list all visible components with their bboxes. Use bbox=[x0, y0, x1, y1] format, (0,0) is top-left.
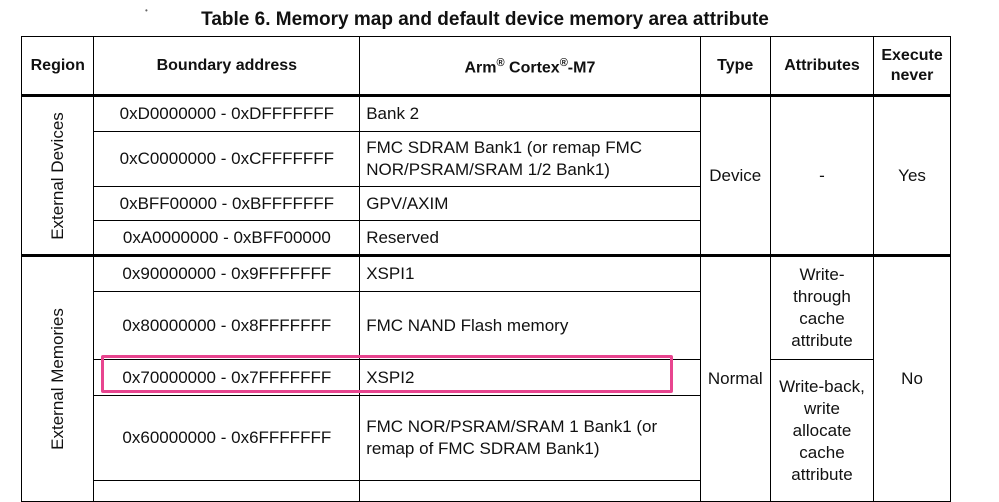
memory-map-table: Region Boundary address Arm® Cortex®-M7 … bbox=[20, 36, 951, 502]
header-type: Type bbox=[699, 36, 771, 96]
header-row: Region Boundary address Arm® Cortex®-M7 … bbox=[20, 36, 951, 96]
stray-mark: • bbox=[145, 6, 148, 15]
attributes-device: - bbox=[769, 94, 875, 256]
header-arm-cortex-m7: Arm® Cortex®-M7 bbox=[359, 36, 701, 96]
header-region: Region bbox=[20, 36, 95, 96]
execute-never-no: No bbox=[873, 254, 951, 502]
region-external-memories: External Memories bbox=[20, 254, 95, 502]
header-attributes: Attributes bbox=[769, 36, 875, 96]
core-cell: Reserved bbox=[359, 220, 701, 256]
address-cell: 0xA0000000 - 0xBFF00000 bbox=[93, 220, 361, 256]
table-row: External Devices 0xD0000000 - 0xDFFFFFFF… bbox=[20, 94, 951, 256]
address-cell: 0xBFF00000 - 0xBFFFFFFF bbox=[93, 186, 361, 221]
execute-never-yes: Yes bbox=[873, 94, 951, 256]
table-row: 0xA0000000 - 0xBFF00000 Reserved bbox=[22, 220, 951, 256]
address-cell: 0x60000000 - 0x6FFFFFFF bbox=[93, 395, 361, 481]
core-cell: XSPI2 bbox=[359, 359, 701, 396]
address-cell-empty bbox=[93, 480, 361, 502]
table-row: 0x80000000 - 0x8FFFFFFF FMC NAND Flash m… bbox=[22, 291, 951, 360]
address-cell: 0x90000000 - 0x9FFFFFFF bbox=[93, 254, 361, 292]
core-cell: XSPI1 bbox=[359, 254, 701, 292]
table-row-highlighted: 0x70000000 - 0x7FFFFFFF XSPI2 Write-back… bbox=[22, 359, 951, 502]
core-cell: GPV/AXIM bbox=[359, 186, 701, 221]
address-cell: 0x70000000 - 0x7FFFFFFF bbox=[93, 359, 361, 396]
core-cell: FMC NAND Flash memory bbox=[359, 291, 701, 360]
type-normal: Normal bbox=[699, 254, 771, 502]
table-row: 0xC0000000 - 0xCFFFFFFF FMC SDRAM Bank1 … bbox=[22, 131, 951, 187]
address-cell: 0xC0000000 - 0xCFFFFFFF bbox=[93, 131, 361, 187]
core-cell-empty bbox=[359, 480, 701, 502]
table-title: Table 6. Memory map and default device m… bbox=[201, 9, 769, 30]
table-row: 0xBFF00000 - 0xBFFFFFFF GPV/AXIM bbox=[22, 186, 951, 221]
header-boundary-address: Boundary address bbox=[93, 36, 361, 96]
type-device: Device bbox=[699, 94, 771, 256]
address-cell: 0x80000000 - 0x8FFFFFFF bbox=[93, 291, 361, 360]
region-external-devices: External Devices bbox=[20, 94, 95, 256]
table-row: 0x60000000 - 0x6FFFFFFF FMC NOR/PSRAM/SR… bbox=[22, 395, 951, 481]
address-cell: 0xD0000000 - 0xDFFFFFFF bbox=[93, 94, 361, 132]
core-cell: Bank 2 bbox=[359, 94, 701, 132]
table-row: External Memories 0x90000000 - 0x9FFFFFF… bbox=[20, 254, 951, 502]
